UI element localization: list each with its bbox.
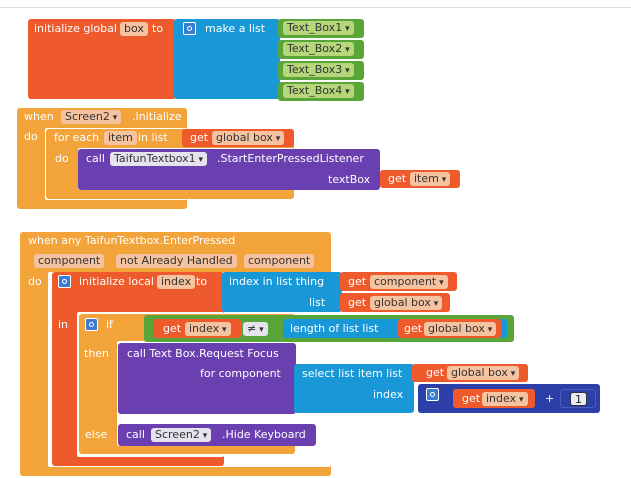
- initialize-label: .Initialize: [132, 110, 182, 123]
- local-var-name[interactable]: index: [157, 275, 196, 289]
- param-component[interactable]: component: [34, 254, 105, 268]
- mutator-gear-icon-3[interactable]: [85, 318, 98, 331]
- do-label: do: [24, 130, 38, 143]
- list-item-text-3[interactable]: Text_Box3: [283, 63, 354, 77]
- to-label-3: to: [196, 275, 208, 288]
- do-label-3: do: [28, 275, 42, 288]
- hide-keyboard-label: .Hide Keyboard: [222, 428, 306, 441]
- compare-operator-dropdown[interactable]: ≠: [243, 322, 268, 336]
- mutator-gear-icon-2[interactable]: [58, 275, 71, 288]
- get-label-8: get: [462, 392, 481, 405]
- index-in-list-block[interactable]: [222, 272, 342, 312]
- for-each-item-var[interactable]: item: [104, 131, 137, 145]
- global-var-name[interactable]: box: [120, 22, 148, 36]
- make-list-label: make a list: [205, 22, 266, 35]
- param-not-already-handled[interactable]: not Already Handled: [116, 254, 237, 268]
- get-label-4: get: [348, 296, 367, 309]
- call-label-hide: call: [126, 428, 145, 441]
- global-box-dropdown-4[interactable]: global box: [447, 366, 520, 380]
- method-label: .StartEnterPressedListener: [217, 152, 364, 165]
- if-label: if: [106, 318, 113, 331]
- textbox-component-dropdown[interactable]: TaifunTextbox1: [110, 152, 208, 166]
- screen-dropdown[interactable]: Screen2: [151, 428, 212, 442]
- when-label: when: [24, 110, 54, 123]
- get-label-5: get: [163, 322, 182, 335]
- index-in-list-label: index in list thing: [229, 275, 325, 288]
- list-item-text-1[interactable]: Text_Box1: [283, 21, 354, 35]
- index-arg-label: index: [373, 388, 404, 401]
- call-request-focus-label: call Text Box.Request Focus: [127, 347, 279, 360]
- get-label-6: get: [404, 322, 423, 335]
- else-label: else: [85, 428, 108, 441]
- in-list-label: in list: [138, 131, 168, 144]
- do-label-inner: do: [55, 152, 69, 165]
- for-each-label: for each: [54, 131, 100, 144]
- list-item-text-2[interactable]: Text_Box2: [283, 42, 354, 56]
- select-list-item-block[interactable]: [294, 364, 414, 413]
- enter-pressed-header: when any TaifunTextbox.EnterPressed: [28, 234, 236, 247]
- for-component-label: for component: [200, 367, 281, 380]
- get-label-3: get: [348, 275, 367, 288]
- then-label: then: [84, 347, 110, 360]
- list-item-text-4[interactable]: Text_Box4: [283, 84, 354, 98]
- global-box-dropdown[interactable]: global box: [212, 131, 285, 145]
- number-value[interactable]: 1: [570, 392, 587, 406]
- global-box-dropdown-3[interactable]: global box: [424, 322, 497, 336]
- index-dropdown[interactable]: index: [185, 322, 231, 336]
- textbox-arg-label: textBox: [328, 173, 371, 186]
- get-label: get: [190, 131, 209, 144]
- plus-operator: +: [545, 392, 555, 405]
- select-list-item-label: select list item list: [302, 367, 403, 380]
- in-label: in: [58, 318, 69, 331]
- top-divider: [0, 7, 631, 8]
- param-component-2[interactable]: component: [244, 254, 315, 268]
- init-local-label: initialize local: [79, 275, 154, 288]
- mutator-gear-icon[interactable]: [183, 22, 196, 35]
- call-request-focus-block[interactable]: [118, 343, 296, 414]
- init-global-block[interactable]: [28, 19, 176, 99]
- mutator-gear-icon-4[interactable]: [426, 388, 439, 401]
- to-label: to: [152, 22, 164, 35]
- component-dropdown[interactable]: component: [370, 275, 448, 289]
- screen-component-dropdown[interactable]: Screen2: [61, 110, 122, 124]
- item-dropdown[interactable]: item: [410, 172, 451, 186]
- list-label: list: [309, 296, 326, 309]
- index-dropdown-2[interactable]: index: [482, 392, 528, 406]
- get-label-2: get: [388, 172, 407, 185]
- get-label-7: get: [426, 366, 445, 379]
- call-label: call: [86, 152, 105, 165]
- init-global-label: initialize global: [34, 22, 117, 35]
- length-of-list-label: length of list list: [290, 322, 379, 335]
- global-box-dropdown-2[interactable]: global box: [370, 296, 443, 310]
